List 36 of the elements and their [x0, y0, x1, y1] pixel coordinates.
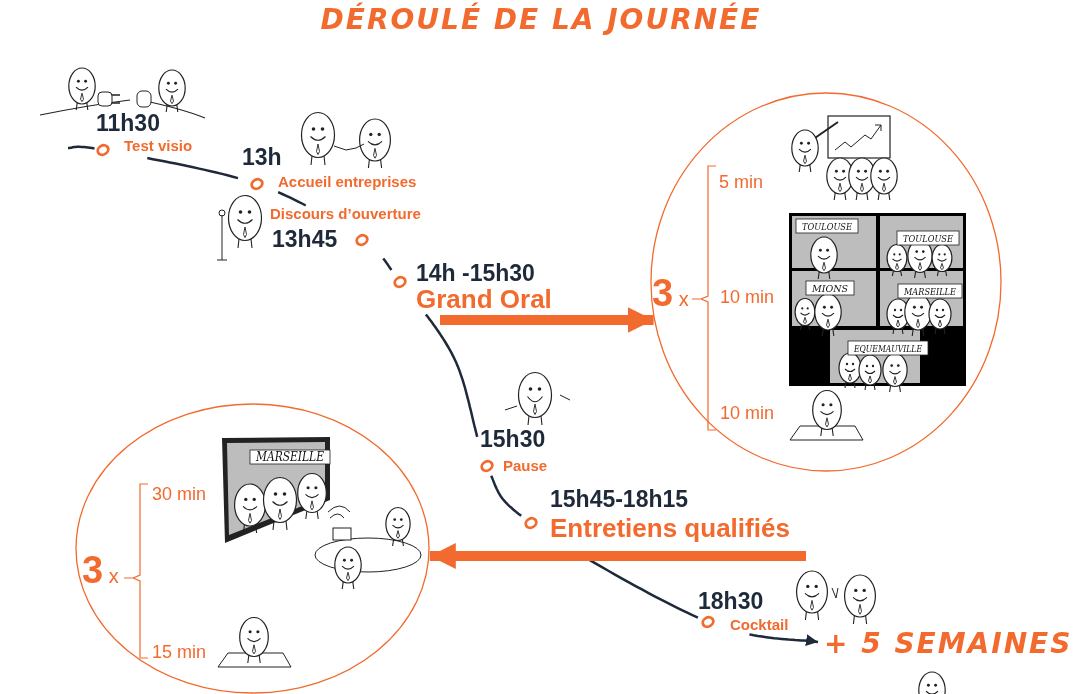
- thick-arrow: [440, 307, 654, 333]
- activity-label: Cocktail: [730, 617, 789, 632]
- time-label: 15h30: [480, 428, 546, 451]
- duration-label: 10 min: [720, 288, 775, 306]
- time-label: 13h45: [272, 228, 338, 251]
- timeline-line: [67, 145, 95, 150]
- time-label: 14h -15h30: [416, 262, 535, 285]
- sign-label: TOULOUSE: [896, 230, 960, 246]
- activity-label: Test visio: [124, 138, 193, 153]
- session-title: Grand Oral: [416, 286, 552, 312]
- time-label: 13h: [242, 146, 282, 169]
- timeline-line: [382, 257, 393, 271]
- follow-up-label: + 5 SEMAINES: [824, 630, 1073, 658]
- timeline-arrow: [749, 633, 819, 647]
- sign-label: MARSEILLE: [897, 283, 963, 299]
- time-label: 18h30: [698, 590, 764, 613]
- time-label: 15h45-18h15: [550, 488, 689, 511]
- timeline-line: [490, 475, 522, 517]
- sign-label: MIONS: [805, 280, 855, 296]
- thick-arrow: [429, 543, 806, 569]
- timeline-line: [277, 191, 307, 207]
- duration-label: 5 min: [719, 173, 763, 191]
- session-title: Entretiens qualifiés: [550, 515, 790, 541]
- activity-label: Pause: [503, 458, 548, 473]
- duration-label: 15 min: [152, 643, 207, 661]
- repeat-count: 3 x: [82, 551, 119, 589]
- activity-label: Discours d’ouverture: [270, 206, 421, 221]
- sign-label: MARSEILLE: [249, 449, 333, 465]
- time-label: 11h30: [96, 112, 160, 135]
- duration-label: 10 min: [720, 404, 775, 422]
- sign-label: TOULOUSE: [795, 218, 859, 234]
- timeline-line: [424, 313, 479, 438]
- timeline-line: [147, 156, 239, 180]
- activity-label: Accueil entreprises: [278, 174, 417, 189]
- repeat-count: 3 x: [652, 274, 689, 312]
- duration-label: 30 min: [152, 485, 207, 503]
